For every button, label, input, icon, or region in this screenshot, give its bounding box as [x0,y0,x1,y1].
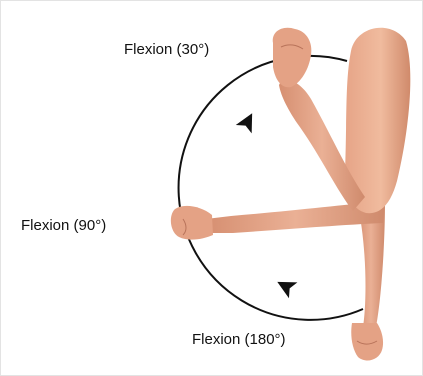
arrowhead-icon-lower [273,274,297,298]
label-flexion-180: Flexion (180°) [192,331,286,348]
fist-180 [351,323,383,361]
motion-arc [179,56,363,320]
label-flexion-90: Flexion (90°) [21,217,106,234]
label-flexion-30: Flexion (30°) [124,41,209,58]
arm-position-180 [351,201,385,361]
fist-30 [273,28,312,87]
arrowhead-icon-upper [236,109,260,133]
fist-90 [171,206,213,240]
